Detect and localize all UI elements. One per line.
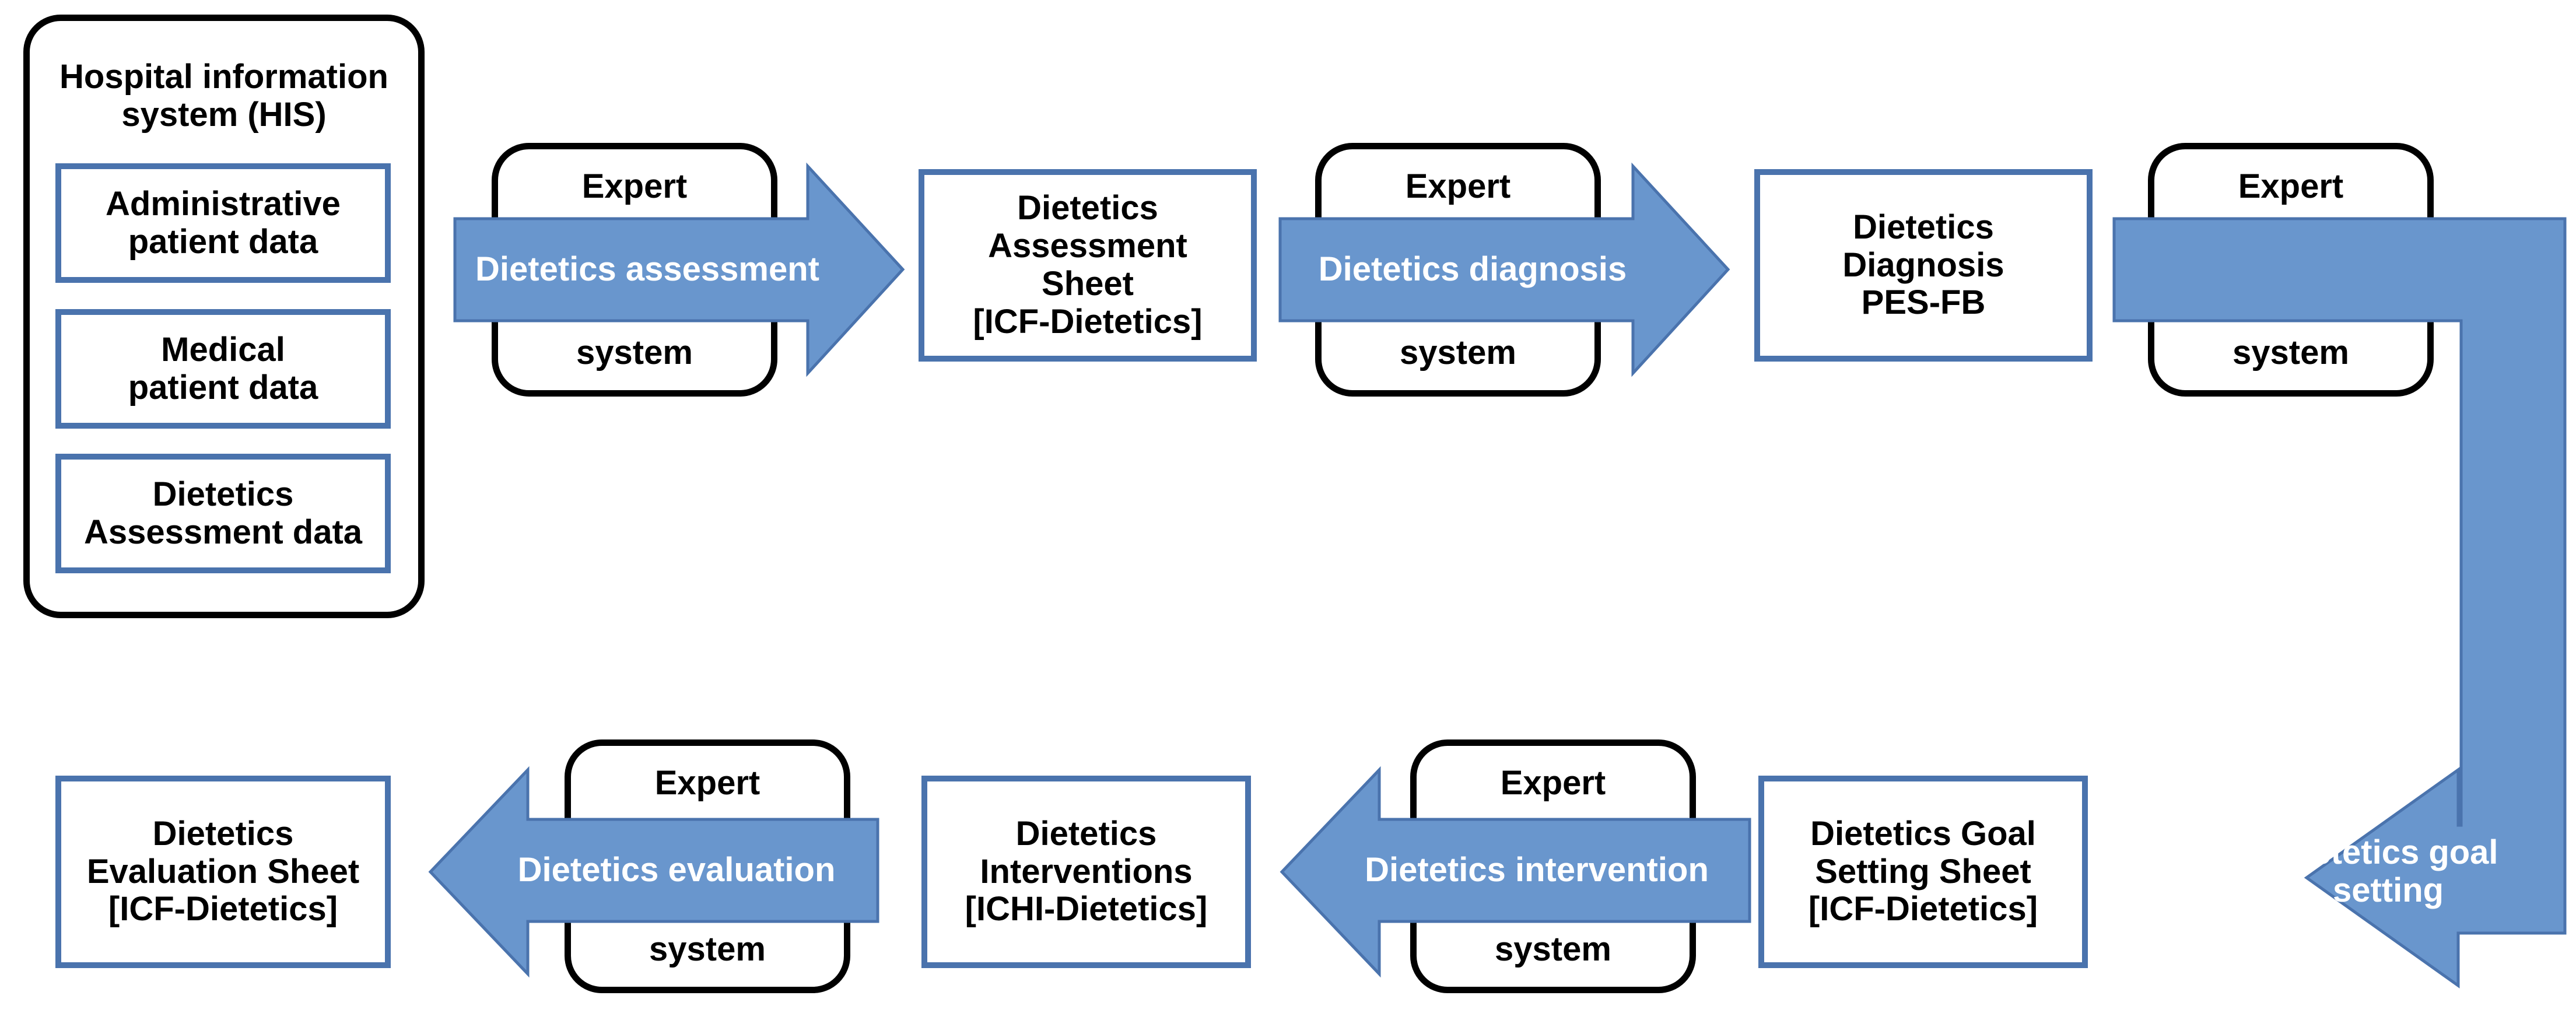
arrow-evaluation	[428, 766, 879, 978]
interventions-label: Dietetics Interventions [ICHI-Dietetics]	[965, 814, 1208, 928]
expert-label-2: Expert	[1405, 167, 1511, 205]
his-item-medical: Medical patient data	[55, 309, 391, 429]
system-label-1: system	[576, 333, 693, 371]
evaluation-sheet-box: Dietetics Evaluation Sheet [ICF-Dietetic…	[55, 776, 391, 968]
his-item-label: Administrative patient data	[106, 184, 341, 261]
his-item-administrative: Administrative patient data	[55, 163, 391, 283]
assessment-sheet-label: Dietetics Assessment Sheet [ICF-Dietetic…	[973, 189, 1203, 341]
system-label-4: system	[1495, 930, 1611, 968]
arrow-label-goal-setting: Dietetics goal setting	[2278, 833, 2498, 909]
his-item-assessment-data: Dietetics Assessment data	[55, 454, 391, 573]
diagnosis-label: Dietetics Diagnosis PES-FB	[1842, 208, 2004, 322]
arrow-goal-setting	[2112, 217, 2567, 989]
expert-label-1: Expert	[581, 167, 688, 205]
arrow-label-assessment: Dietetics assessment	[475, 250, 819, 289]
arrow-label-diagnosis: Dietetics diagnosis	[1318, 250, 1627, 289]
arrow-intervention	[1280, 766, 1751, 978]
his-title: Hospital information system (HIS)	[59, 58, 388, 134]
his-item-label: Dietetics Assessment data	[83, 475, 363, 551]
expert-label-5: Expert	[654, 763, 760, 802]
arrow-label-intervention: Dietetics intervention	[1365, 851, 1709, 889]
expert-label-4: Expert	[1500, 763, 1606, 802]
arrow-diagnosis	[1278, 162, 1730, 377]
arrow-assessment	[453, 162, 905, 377]
arrow-label-evaluation: Dietetics evaluation	[517, 851, 836, 889]
his-item-label: Medical patient data	[128, 330, 318, 406]
goal-setting-sheet-box: Dietetics Goal Setting Sheet [ICF-Dietet…	[1758, 776, 2088, 968]
expert-label-3: Expert	[2238, 167, 2344, 205]
system-label-5: system	[649, 930, 766, 968]
evaluation-sheet-label: Dietetics Evaluation Sheet [ICF-Dietetic…	[86, 814, 360, 928]
diagnosis-box: Dietetics Diagnosis PES-FB	[1754, 169, 2093, 362]
goal-setting-sheet-label: Dietetics Goal Setting Sheet [ICF-Dietet…	[1808, 814, 2038, 928]
assessment-sheet-box: Dietetics Assessment Sheet [ICF-Dietetic…	[919, 169, 1257, 362]
system-label-3: system	[2232, 333, 2349, 371]
interventions-box: Dietetics Interventions [ICHI-Dietetics]	[921, 776, 1251, 968]
system-label-2: system	[1400, 333, 1516, 371]
